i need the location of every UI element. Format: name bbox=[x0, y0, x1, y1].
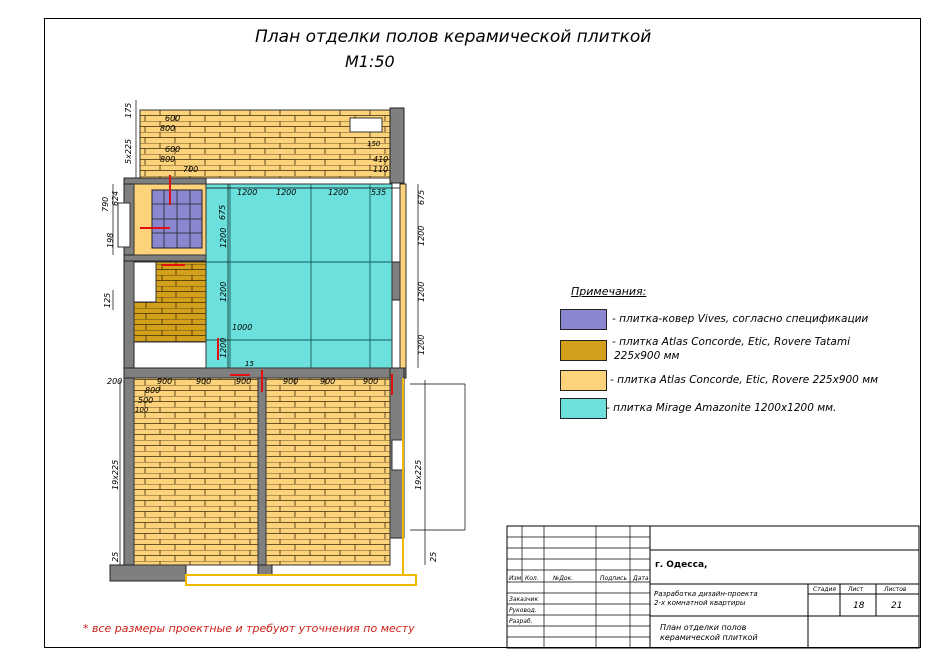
storage-niche bbox=[133, 261, 157, 303]
legend-item-1: - плитка-ковер Vives, согласно специфика… bbox=[612, 313, 869, 325]
dim-left-125: 125 bbox=[103, 293, 112, 308]
swatch-dark-wood bbox=[560, 340, 607, 361]
swatch-carpet bbox=[560, 309, 607, 330]
dim-row-900e: 900 bbox=[320, 377, 335, 386]
tb-col-date: Дата bbox=[632, 575, 649, 582]
tb-sheet-title: План отделки полов bbox=[660, 623, 747, 632]
dim-right-19x225: 19x225 bbox=[414, 460, 423, 490]
dim-row-900f: 900 bbox=[363, 377, 378, 386]
legend-item-3: - плитка Atlas Concorde, Etic, Rovere 22… bbox=[610, 374, 879, 386]
dim-left-5x225: 5x225 bbox=[124, 139, 133, 164]
dim-right-25: 25 bbox=[429, 552, 438, 562]
tb-col-kol: Кол. bbox=[525, 575, 539, 582]
dim-row-100: 100 bbox=[135, 406, 149, 414]
dim-left-19x225: 19x225 bbox=[111, 460, 120, 490]
dim-in-1000: 1000 bbox=[232, 323, 252, 332]
tb-sheet: 18 bbox=[853, 601, 865, 611]
tb-project: Разработка дизайн-проекта bbox=[654, 590, 758, 598]
dim-r-1200c: 1200 bbox=[417, 335, 426, 355]
bedroom2-floor bbox=[265, 377, 391, 566]
dim-top-800b: 800 bbox=[160, 155, 175, 164]
wall bbox=[389, 107, 405, 184]
dim-top-700: 700 bbox=[183, 165, 198, 174]
legend-item-2-size: 225x900 мм bbox=[614, 350, 680, 362]
tb-stage-label: Стадия bbox=[813, 586, 836, 593]
dim-v-1200b: 1200 bbox=[219, 282, 228, 302]
tb-sheets: 21 bbox=[891, 601, 902, 611]
drawing-title: План отделки полов керамической плиткой bbox=[255, 27, 652, 47]
tb-sheet-label: Лист bbox=[847, 586, 864, 593]
living-floor bbox=[205, 183, 393, 369]
dim-h-1200a: 1200 bbox=[237, 188, 257, 197]
dim-v-1200c: 1200 bbox=[219, 338, 228, 358]
dim-in-15: 15 bbox=[245, 360, 254, 368]
legend-heading: Примечания: bbox=[571, 285, 647, 298]
dim-row-900a: 900 bbox=[157, 377, 172, 386]
tb-col-doc: №Док. bbox=[552, 575, 573, 582]
bedroom1-floor bbox=[133, 377, 259, 566]
tb-col-izm: Изм. bbox=[509, 575, 523, 582]
dim-h-1200b: 1200 bbox=[276, 188, 296, 197]
dim-top-600a: 600 bbox=[165, 114, 180, 123]
dim-top-800a: 800 bbox=[160, 124, 175, 133]
dim-r-1200b: 1200 bbox=[417, 282, 426, 302]
dim-r-675: 675 bbox=[417, 190, 426, 205]
dim-v-1200a: 1200 bbox=[219, 228, 228, 248]
swatch-cyan bbox=[560, 398, 607, 419]
dim-row-900b: 900 bbox=[196, 377, 211, 386]
dim-top-150: 150 bbox=[367, 140, 381, 148]
wall bbox=[349, 117, 383, 133]
dim-h-1200c: 1200 bbox=[328, 188, 348, 197]
tb-project2: 2-х комнатной квартиры bbox=[654, 599, 746, 607]
dim-r-1200a: 1200 bbox=[417, 226, 426, 246]
footnote: * все размеры проектные и требуют уточне… bbox=[83, 622, 415, 635]
dim-row-500: 500 bbox=[138, 396, 153, 405]
dim-h-535: 535 bbox=[371, 188, 386, 197]
tb-role-dev: Разраб. bbox=[509, 618, 533, 625]
dim-left-25: 25 bbox=[111, 552, 120, 562]
dim-left-198: 198 bbox=[106, 233, 115, 248]
drawing-frame bbox=[44, 18, 921, 648]
dim-top-600b: 600 bbox=[165, 145, 180, 154]
dim-left-790: 790 bbox=[101, 197, 110, 212]
dim-left-200: 200 bbox=[107, 377, 122, 386]
dim-row-800: 800 bbox=[145, 386, 160, 395]
threshold-strip bbox=[399, 183, 407, 369]
swatch-light-wood bbox=[560, 370, 607, 391]
drawing-scale: М1:50 bbox=[345, 52, 395, 71]
tb-role-lead: Руковод. bbox=[509, 607, 537, 614]
tb-col-sign: Подпись bbox=[600, 575, 627, 582]
dim-675-a: 675 bbox=[218, 205, 227, 220]
balcony-strip bbox=[185, 574, 417, 586]
tb-role-customer: Заказчик bbox=[509, 596, 538, 603]
door-opening bbox=[117, 202, 131, 248]
tb-city: г. Одесса, bbox=[655, 560, 707, 570]
dim-top-110: 110 bbox=[373, 165, 388, 174]
tb-sheets-label: Листов bbox=[883, 586, 907, 593]
dim-left-624: 624 bbox=[111, 191, 120, 206]
dim-row-900d: 900 bbox=[283, 377, 298, 386]
legend-item-4: - плитка Mirage Amazonite 1200x1200 мм. bbox=[606, 402, 837, 414]
dim-row-900c: 900 bbox=[236, 377, 251, 386]
dim-top-410: 410 bbox=[373, 155, 388, 164]
legend-item-2: - плитка Atlas Concorde, Etic, Rovere Ta… bbox=[612, 336, 851, 348]
tb-sheet-title2: керамической плиткой bbox=[660, 633, 758, 642]
dim-left-top: 175 bbox=[124, 103, 133, 118]
